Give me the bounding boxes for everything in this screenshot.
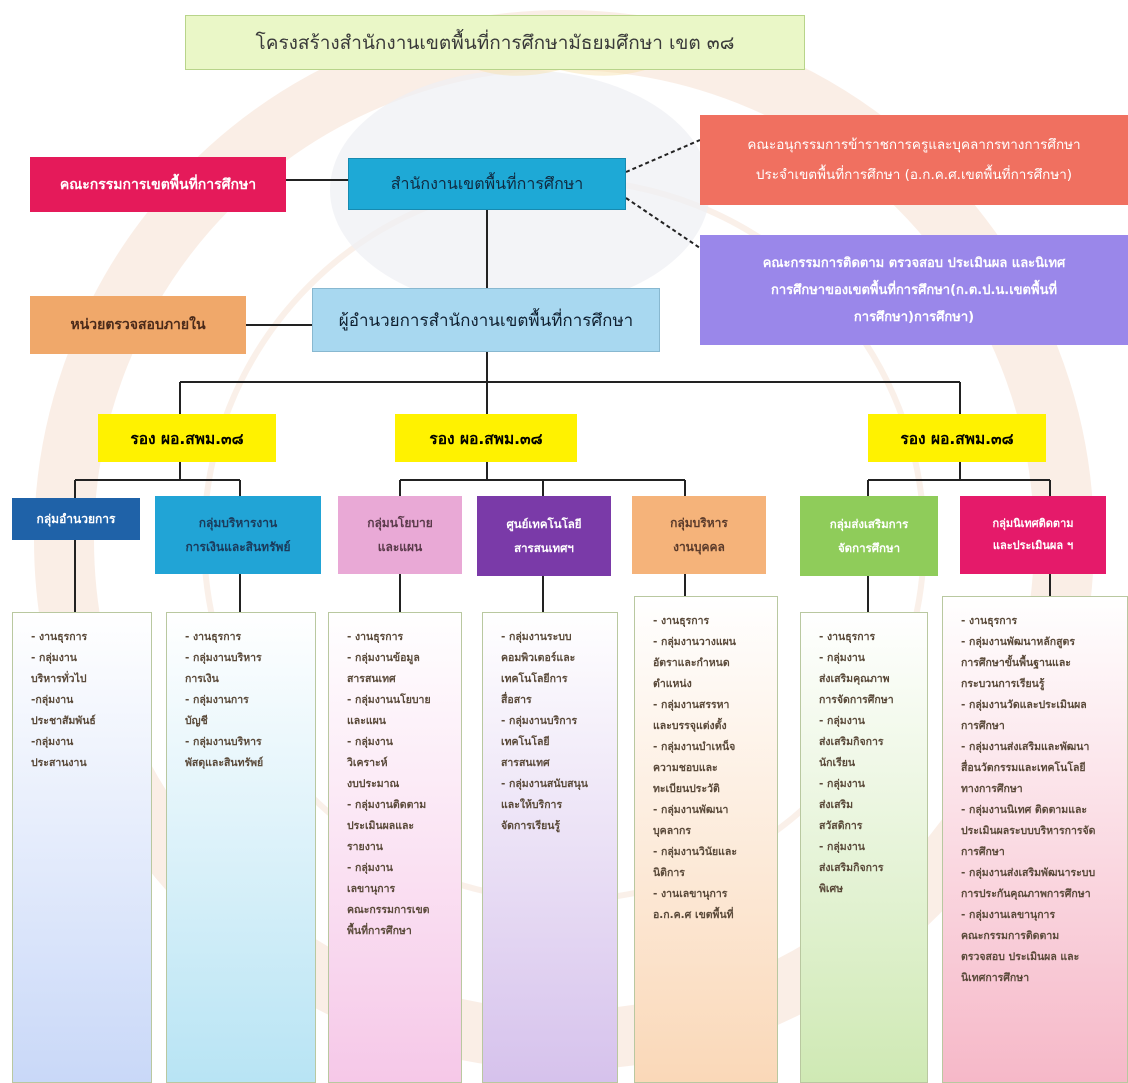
task-column-personnel: - งานธุรการ - กลุ่มงานวางแผน อัตราและกำหน…: [634, 596, 778, 1083]
task-list: - งานธุรการ - กลุ่มงานพัฒนาหลักสูตร การศึ…: [943, 597, 1127, 989]
task-item: - กลุ่มงานติดตาม ประเมินผลและ รายงาน: [347, 799, 427, 853]
task-item: - งานธุรการ: [819, 631, 876, 643]
task-item: - กลุ่มงานบริหาร พัสดุและสินทรัพย์: [185, 736, 264, 769]
task-item: - กลุ่มงานส่งเสริมพัฒนาระบบ การประกันคุณ…: [961, 867, 1096, 900]
task-column-policy: - งานธุรการ - กลุ่มงานข้อมูล สารสนเทศ - กล…: [328, 612, 462, 1083]
task-item: - กลุ่มงาน วิเคราะห์ งบประมาณ: [347, 736, 400, 790]
task-list: - งานธุรการ - กลุ่มงานบริหาร การเงิน - กลุ…: [167, 613, 315, 774]
task-item: - กลุ่มงานสนับสนุน และให้บริการ จัดการเร…: [501, 778, 588, 832]
deputy-label: รอง ผอ.สพม.๓๘: [130, 429, 244, 448]
task-item: - กลุ่มงานบริการ เทคโนโลยี สารสนเทศ: [501, 715, 578, 769]
group-label: กลุ่มนิเทศติดตาม และประเมินผล ฯ: [992, 517, 1074, 552]
group-box-promotion: กลุ่มส่งเสริมการ จัดการศึกษา: [800, 496, 938, 576]
task-column-promotion: - งานธุรการ - กลุ่มงาน ส่งเสริมคุณภาพ การ…: [800, 612, 928, 1083]
task-item: - กลุ่มงานการ บัญชี: [185, 694, 249, 727]
task-item: - งานธุรการ: [347, 631, 404, 643]
office-box: สำนักงานเขตพื้นที่การศึกษา: [348, 158, 626, 210]
group-label: กลุ่มบริหาร งานบุคคล: [670, 516, 728, 554]
teacher-committee-label: คณะอนุกรรมการข้าราชการครูและบุคลากรทางกา…: [747, 137, 1081, 183]
task-item: - กลุ่มงาน ส่งเสริม สวัสดิการ: [819, 778, 865, 832]
teacher-committee-box: คณะอนุกรรมการข้าราชการครูและบุคลากรทางกา…: [700, 115, 1128, 205]
group-label: กลุ่มนโยบาย และแผน: [367, 516, 433, 554]
task-list: - กลุ่มงานระบบ คอมพิวเตอร์และ เทคโนโลยีก…: [483, 613, 617, 837]
task-item: - กลุ่มงานสรรหา และบรรจุแต่งตั้ง: [653, 699, 730, 732]
task-list: - งานธุรการ - กลุ่มงานวางแผน อัตราและกำหน…: [635, 597, 777, 926]
area-board-box: คณะกรรมการเขตพื้นที่การศึกษา: [30, 157, 286, 212]
task-item: - กลุ่มงานข้อมูล สารสนเทศ: [347, 652, 420, 685]
task-item: - กลุ่มงาน บริหารทั่วไป: [31, 652, 87, 685]
internal-audit-label: หน่วยตรวจสอบภายใน: [70, 317, 206, 333]
chart-title: โครงสร้างสำนักงานเขตพื้นที่การศึกษามัธยม…: [185, 15, 805, 70]
task-column-admin: - งานธุรการ - กลุ่มงาน บริหารทั่วไป -กลุ่ม…: [12, 612, 152, 1083]
task-item: - กลุ่มงาน ส่งเสริมกิจการ พิเศษ: [819, 841, 884, 895]
monitoring-committee-label: คณะกรรมการติดตาม ตรวจสอบ ประเมินผล และนิ…: [762, 255, 1066, 325]
deputy-box: รอง ผอ.สพม.๓๘: [395, 414, 577, 462]
deputy-box: รอง ผอ.สพม.๓๘: [868, 414, 1046, 462]
task-item: - กลุ่มงานบำเหน็จ ความชอบและ ทะเบียนประว…: [653, 741, 736, 795]
group-label: กลุ่มส่งเสริมการ จัดการศึกษา: [829, 517, 909, 555]
task-list: - งานธุรการ - กลุ่มงาน ส่งเสริมคุณภาพ การ…: [801, 613, 927, 900]
task-item: - งานธุรการ: [961, 615, 1018, 627]
task-item: - กลุ่มงานพัฒนา บุคลากร: [653, 804, 729, 837]
task-item: - กลุ่มงาน เลขานุการ คณะกรรมการเขต พื้นท…: [347, 862, 430, 937]
group-label: ศูนย์เทคโนโลยี สารสนเทศฯ: [506, 517, 582, 555]
deputy-box: รอง ผอ.สพม.๓๘: [98, 414, 276, 462]
task-item: -กลุ่มงาน ประชาสัมพันธ์: [31, 694, 96, 727]
area-board-label: คณะกรรมการเขตพื้นที่การศึกษา: [59, 176, 257, 193]
task-item: - กลุ่มงานเลขานุการ คณะกรรมการติดตาม ตรว…: [961, 909, 1080, 984]
task-column-supervision: - งานธุรการ - กลุ่มงานพัฒนาหลักสูตร การศึ…: [942, 596, 1128, 1083]
task-item: - กลุ่มงานบริหาร การเงิน: [185, 652, 262, 685]
group-box-policy: กลุ่มนโยบาย และแผน: [338, 496, 462, 574]
deputy-label: รอง ผอ.สพม.๓๘: [900, 429, 1014, 448]
group-label: กลุ่มบริหารงาน การเงินและสินทรัพย์: [185, 516, 291, 554]
task-item: - กลุ่มงาน ส่งเสริมกิจการ นักเรียน: [819, 715, 884, 769]
office-label: สำนักงานเขตพื้นที่การศึกษา: [390, 173, 584, 193]
task-item: -กลุ่มงาน ประสานงาน: [31, 736, 87, 769]
group-box-supervision: กลุ่มนิเทศติดตาม และประเมินผล ฯ: [960, 496, 1106, 574]
task-item: - กลุ่มงานวัดและประเมินผล การศึกษา: [961, 699, 1087, 732]
task-item: - กลุ่มงานส่งเสริมและพัฒนา สื่อนวัตกรรมแ…: [961, 741, 1090, 795]
group-label: กลุ่มอำนวยการ: [36, 511, 116, 526]
chart-title-text: โครงสร้างสำนักงานเขตพื้นที่การศึกษามัธยม…: [255, 31, 735, 54]
group-box-admin: กลุ่มอำนวยการ: [12, 498, 140, 540]
group-box-personnel: กลุ่มบริหาร งานบุคคล: [632, 496, 766, 574]
task-column-ict: - กลุ่มงานระบบ คอมพิวเตอร์และ เทคโนโลยีก…: [482, 612, 618, 1083]
task-item: - งานธุรการ: [653, 615, 710, 627]
director-label: ผู้อำนวยการสำนักงานเขตพื้นที่การศึกษา: [338, 310, 634, 331]
monitoring-committee-box: คณะกรรมการติดตาม ตรวจสอบ ประเมินผล และนิ…: [700, 235, 1128, 345]
task-item: - กลุ่มงานนิเทศ ติดตามและ ประเมินผลระบบบ…: [961, 804, 1096, 858]
task-column-finance: - งานธุรการ - กลุ่มงานบริหาร การเงิน - กลุ…: [166, 612, 316, 1083]
task-item: - งานธุรการ: [31, 631, 88, 643]
task-list: - งานธุรการ - กลุ่มงานข้อมูล สารสนเทศ - กล…: [329, 613, 461, 942]
task-item: - กลุ่มงานระบบ คอมพิวเตอร์และ เทคโนโลยีก…: [501, 631, 576, 706]
task-item: - งานธุรการ: [185, 631, 242, 643]
deputy-label: รอง ผอ.สพม.๓๘: [429, 429, 543, 448]
task-item: - กลุ่มงาน ส่งเสริมคุณภาพ การจัดการศึกษา: [819, 652, 894, 706]
task-item: - กลุ่มงานพัฒนาหลักสูตร การศึกษาขั้นพื้น…: [961, 636, 1075, 690]
task-item: - กลุ่มงานวินัยและ นิติการ: [653, 846, 737, 879]
internal-audit-box: หน่วยตรวจสอบภายใน: [30, 296, 246, 354]
task-list: - งานธุรการ - กลุ่มงาน บริหารทั่วไป -กลุ่ม…: [13, 613, 151, 774]
task-item: - กลุ่มงานวางแผน อัตราและกำหนด ตำแหน่ง: [653, 636, 736, 690]
task-item: - กลุ่มงานนโยบาย และแผน: [347, 694, 431, 727]
director-box: ผู้อำนวยการสำนักงานเขตพื้นที่การศึกษา: [312, 288, 660, 352]
group-box-finance: กลุ่มบริหารงาน การเงินและสินทรัพย์: [155, 496, 321, 574]
task-item: - งานเลขานุการ อ.ก.ค.ศ เขตพื้นที่: [653, 888, 734, 921]
group-box-ict: ศูนย์เทคโนโลยี สารสนเทศฯ: [477, 496, 611, 576]
